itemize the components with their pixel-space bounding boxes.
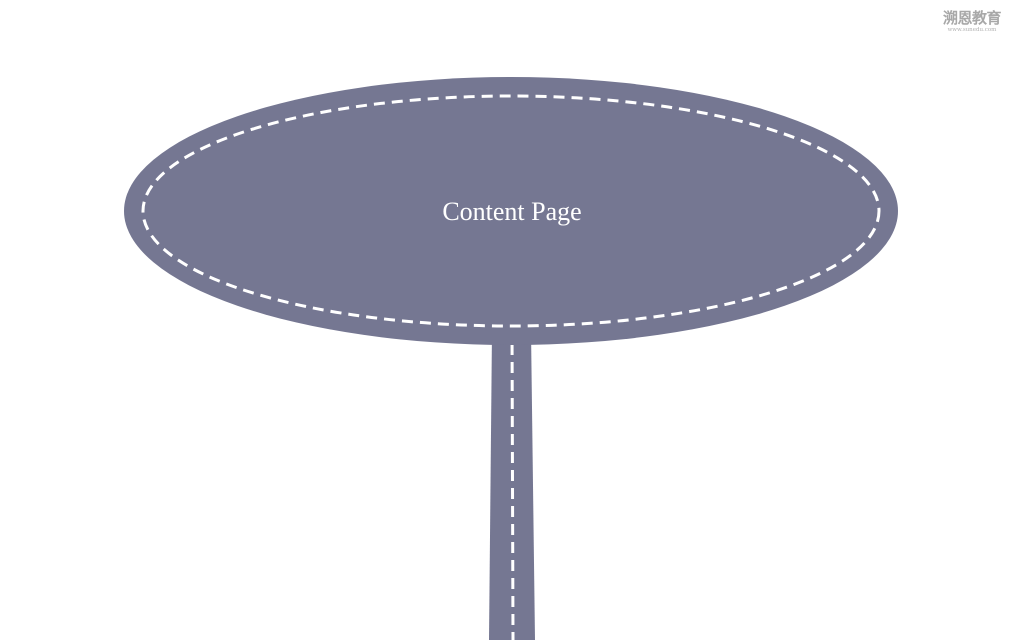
watermark-url: www.sunedu.com [947,27,997,33]
oval-dashed-border [141,94,881,328]
watermark-logo: 溯恩教育 www.sunedu.com [930,10,1014,34]
oval-sign [124,77,898,345]
watermark-text: 溯恩教育 [942,9,1002,27]
sign-post [489,330,535,640]
content-page-title: Content Page [442,197,582,226]
post-dashed-line [510,325,515,640]
